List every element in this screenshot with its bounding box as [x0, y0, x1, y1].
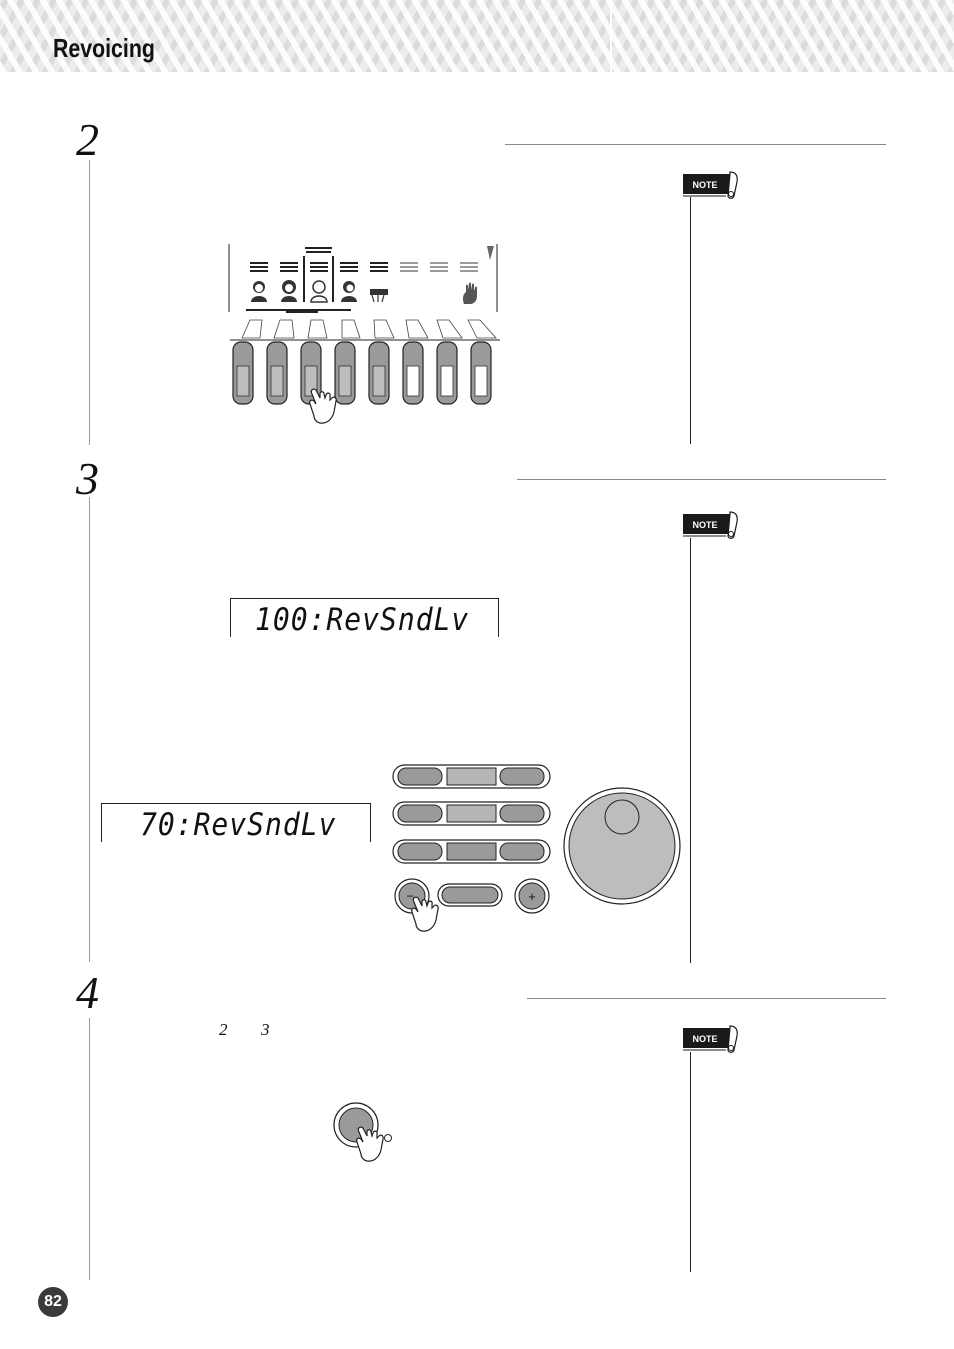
- lcd-display-after: 70:RevSndLv: [101, 803, 371, 843]
- center-button: [437, 883, 503, 907]
- step-ref-to: 3: [261, 1020, 270, 1039]
- part-buttons-illustration: [228, 244, 500, 424]
- button-row-2: [392, 801, 551, 826]
- part-button-1: [232, 341, 254, 405]
- exit-button-illustration: [333, 1102, 392, 1162]
- step-3-number: 3: [76, 453, 99, 504]
- note-2-label: NOTE: [692, 520, 717, 530]
- note-3-label: NOTE: [692, 1034, 717, 1044]
- part-button-8: [470, 341, 492, 405]
- note-3-icon: NOTE: [683, 1025, 738, 1053]
- header-band: Revoicing: [0, 0, 954, 72]
- plus-button: +: [514, 878, 550, 914]
- part-button-6: [402, 341, 424, 405]
- step-ref-from: 2: [219, 1020, 228, 1039]
- minus-label: −: [406, 889, 413, 903]
- note-1-icon: NOTE: [683, 171, 738, 199]
- data-dial: [563, 787, 681, 905]
- step-3-guide-line: [89, 497, 90, 962]
- step-3-rule: [517, 479, 886, 480]
- step-4-rule: [527, 998, 886, 999]
- note-1-label: NOTE: [692, 180, 717, 190]
- part-button-3: [300, 341, 322, 405]
- part-display: [228, 244, 498, 313]
- part-button-7: [436, 341, 458, 405]
- part-buttons: [232, 341, 492, 405]
- part-button-2: [266, 341, 288, 405]
- control-panel-illustration: − +: [392, 764, 681, 932]
- pointing-hand-icon: [309, 388, 337, 424]
- note-1-side-line: [690, 197, 691, 444]
- page-number-badge: 82: [38, 1287, 68, 1317]
- pointing-hand-icon-exit: [356, 1126, 384, 1162]
- step-4-number: 4: [76, 967, 99, 1018]
- step-2-guide-line: [89, 160, 90, 445]
- part-face-icons: [251, 280, 357, 303]
- hand-icon: [462, 282, 477, 304]
- button-row-3: [392, 839, 551, 864]
- page-title: Revoicing: [53, 33, 155, 63]
- step-2-number: 2: [76, 114, 99, 165]
- note-2-icon: NOTE: [683, 511, 738, 539]
- step-2-rule: [505, 144, 886, 145]
- part-button-5: [368, 341, 390, 405]
- lcd-after-text: 70:RevSndLv: [140, 806, 337, 843]
- lcd-before-text: 100:RevSndLv: [255, 601, 470, 638]
- part-button-tops: [241, 319, 497, 339]
- plus-label: +: [528, 889, 536, 904]
- lcd-display-before: 100:RevSndLv: [230, 598, 499, 638]
- drum-icon: [370, 289, 388, 303]
- part-button-4: [334, 341, 356, 405]
- pointing-hand-icon-minus: [411, 896, 439, 932]
- header-divider: [610, 0, 612, 72]
- button-row-1: [392, 764, 551, 789]
- note-2-side-line: [690, 538, 691, 963]
- note-3-side-line: [690, 1052, 691, 1272]
- step-4-guide-line: [89, 1018, 90, 1280]
